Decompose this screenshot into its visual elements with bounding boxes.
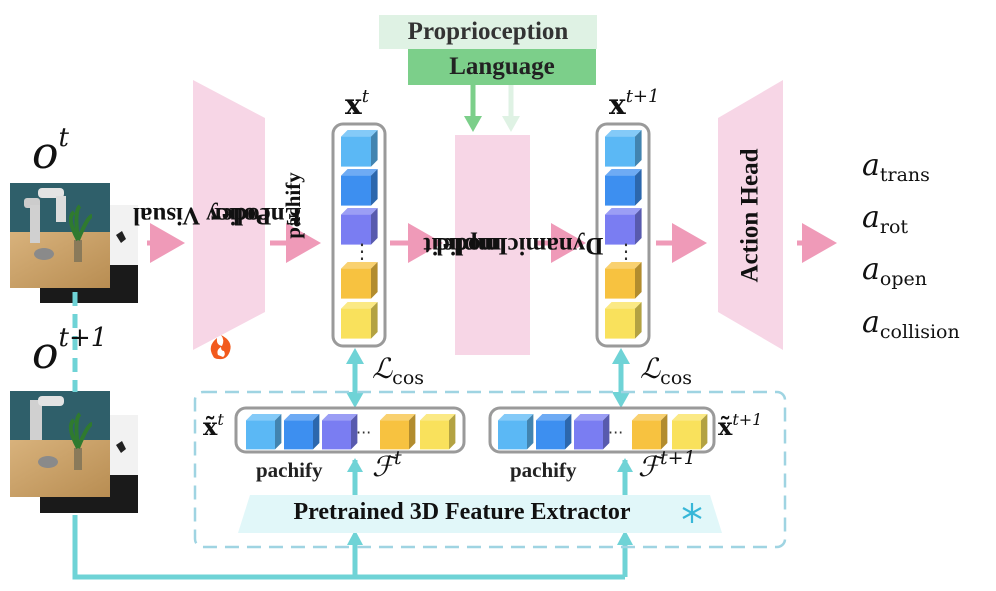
pachify-label-current: pachify [256, 458, 323, 482]
target-cube-4 [380, 414, 416, 450]
target-label-current: x̃t [203, 410, 224, 441]
token-cube-4 [341, 262, 378, 299]
observation-next-label: ot+1 [32, 323, 108, 379]
proprioception-label: Proprioception [407, 18, 569, 45]
target-cube-4 [632, 414, 668, 450]
language-box [408, 49, 596, 85]
target-cube-1 [498, 414, 534, 450]
token-cube-5 [341, 302, 378, 339]
loss-label-current: ℒcos [372, 352, 425, 389]
pachify-label-encoder: pachify [280, 171, 305, 239]
implicit-dynamic-model-block [455, 135, 530, 355]
observation-current-label: ot [32, 123, 69, 179]
loss-label-next: ℒcos [640, 352, 693, 389]
target-cube-5 [420, 414, 456, 450]
extractor-block [238, 495, 722, 533]
language-label: Language [449, 53, 555, 80]
token-cube-1 [341, 130, 378, 167]
target-cube-3 [574, 414, 610, 450]
target-ellipsis: ··· [356, 423, 371, 442]
token-cube-3 [605, 208, 642, 245]
loss-arrow-current [346, 348, 364, 408]
action-head-label: Action Head [737, 147, 764, 283]
target-label-next: x̃t+1 [718, 410, 763, 441]
token-ellipsis: ⋮ [352, 239, 372, 263]
token-cube-1 [605, 130, 642, 167]
flame-icon [210, 335, 231, 360]
proprioception-box [379, 15, 597, 49]
supervision-region [193, 390, 787, 549]
token-label-next: xt+1 [609, 86, 660, 121]
token-cube-4 [605, 262, 642, 299]
output-collision: acollision [862, 305, 960, 343]
target-cube-3 [322, 414, 358, 450]
token-label-current: xt [345, 86, 369, 121]
output-rot: arot [862, 200, 909, 238]
output-open: aopen [862, 252, 927, 290]
target-cube-1 [246, 414, 282, 450]
observation-image-next [10, 391, 138, 513]
feature-label-current: ℱt [372, 447, 402, 483]
feature-label-next: ℱt+1 [638, 447, 696, 483]
token-cube-5 [605, 302, 642, 339]
target-cube-2 [284, 414, 320, 450]
action-head-block [718, 80, 783, 350]
target-cube-5 [672, 414, 708, 450]
token-cube-3 [341, 208, 378, 245]
pachify-label-next: pachify [510, 458, 577, 482]
token-ellipsis: ⋮ [616, 239, 636, 263]
target-cube-2 [536, 414, 572, 450]
observation-image-current [10, 183, 138, 303]
loss-arrow-next [612, 348, 630, 408]
output-trans: atrans [862, 148, 930, 186]
target-ellipsis: ··· [608, 423, 623, 442]
token-cube-2 [605, 169, 642, 206]
policy-visual-encoder-block [193, 80, 265, 350]
token-cube-2 [341, 169, 378, 206]
snowflake-icon [682, 503, 702, 523]
extractor-label: Pretrained 3D Feature Extractor [293, 499, 631, 525]
